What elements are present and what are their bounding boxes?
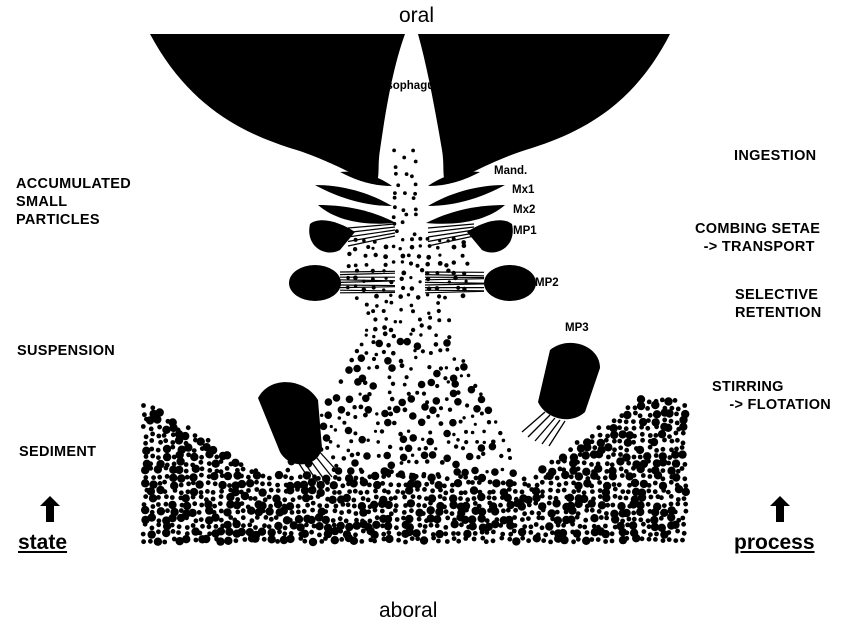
oral-label: oral bbox=[399, 3, 434, 29]
process-ingestion-label: INGESTION bbox=[734, 147, 816, 165]
maxilliped2-left bbox=[289, 265, 341, 301]
process-arrow-icon bbox=[770, 496, 790, 522]
maxilliped3-right bbox=[522, 343, 600, 446]
maxilla2-left bbox=[318, 205, 396, 224]
state-heading: state bbox=[18, 530, 67, 556]
process-heading: process bbox=[734, 530, 815, 556]
mx2-label: Mx2 bbox=[513, 203, 535, 217]
process-selective-label: SELECTIVE RETENTION bbox=[735, 286, 821, 322]
maxilla1-right bbox=[428, 185, 505, 206]
mp3-label: MP3 bbox=[565, 321, 589, 335]
aboral-label: aboral bbox=[379, 598, 437, 624]
oesophagus-shape bbox=[150, 34, 670, 184]
mp1-label: MP1 bbox=[513, 224, 537, 238]
mp2-label: MP2 bbox=[535, 276, 559, 290]
maxilla1-left bbox=[315, 185, 392, 206]
process-stirring-label: STIRRING -> FLOTATION bbox=[712, 378, 831, 414]
state-sediment-label: SEDIMENT bbox=[19, 443, 96, 461]
maxilliped2-right bbox=[484, 265, 536, 301]
mx1-label: Mx1 bbox=[512, 183, 534, 197]
state-suspension-label: SUSPENSION bbox=[17, 342, 115, 360]
process-combing-label: COMBING SETAE -> TRANSPORT bbox=[695, 220, 820, 256]
combing-setae bbox=[340, 224, 484, 293]
oesophagus-label: Oesophagus bbox=[371, 79, 441, 93]
state-accumulated-label: ACCUMULATED SMALL PARTICLES bbox=[16, 175, 131, 229]
state-arrow-icon bbox=[40, 496, 60, 522]
mandible-label: Mand. bbox=[494, 164, 527, 178]
